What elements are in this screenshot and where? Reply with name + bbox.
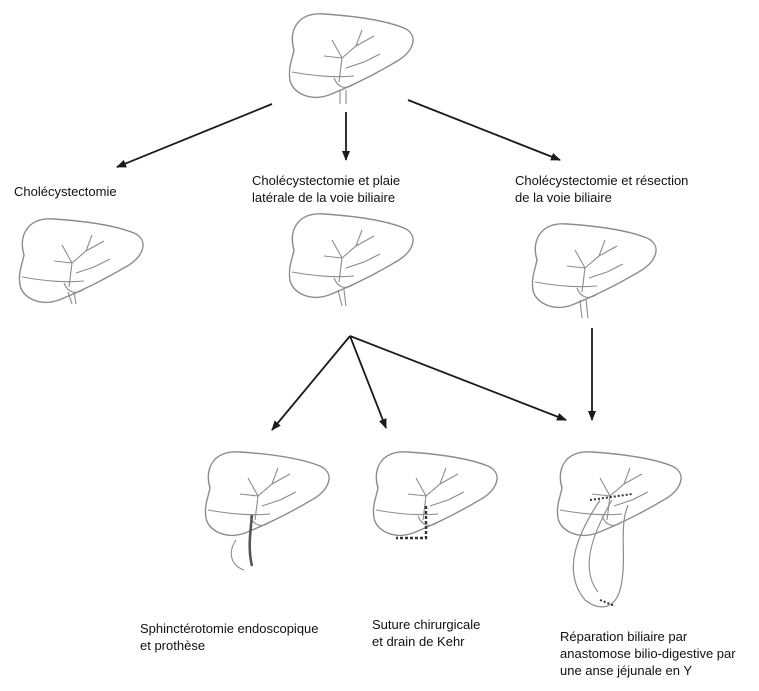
liver-illustration-top: [288, 13, 414, 104]
label-resection: Cholécystectomie et résection de la voie…: [515, 172, 688, 206]
label-cholecystectomy: Cholécystectomie: [14, 183, 117, 200]
arrow-lateral-to-sphincterotomy: [271, 335, 351, 431]
label-line: Suture chirurgicale: [372, 617, 481, 632]
label-line: et drain de Kehr: [372, 634, 465, 649]
arrow-lateral-to-suture: [349, 335, 387, 429]
label-line: Réparation biliaire par: [560, 629, 688, 644]
label-line: Cholécystectomie et résection: [515, 173, 689, 188]
label-sphincterotomy: Sphinctérotomie endoscopique et prothèse: [140, 620, 319, 654]
label-line: de la voie biliaire: [515, 190, 612, 205]
liver-illustration-sphincterotomy: [204, 451, 330, 571]
label-line: Cholécystectomie: [14, 184, 117, 199]
label-line: latérale de la voie biliaire: [252, 190, 396, 205]
label-line: Cholécystectomie et plaie: [252, 173, 401, 188]
arrow-lateral-to-repair: [349, 335, 567, 421]
label-line: et prothèse: [140, 638, 206, 653]
liver-illustration-resection: [531, 223, 657, 319]
liver-illustration-cholecystectomy: [18, 218, 144, 305]
label-repair: Réparation biliaire par anastomose bilio…: [560, 628, 736, 679]
arrow-top-to-resection: [407, 99, 561, 161]
label-line: Sphinctérotomie endoscopique: [140, 621, 319, 636]
liver-illustration-repair: [556, 451, 682, 608]
label-suture: Suture chirurgicale et drain de Kehr: [372, 616, 480, 650]
liver-illustration-lateral-wound: [288, 213, 414, 307]
label-lateral-wound: Cholécystectomie et plaie latérale de la…: [252, 172, 400, 206]
liver-illustration-suture: [372, 451, 498, 540]
label-line: une anse jéjunale en Y: [560, 663, 693, 678]
label-line: anastomose bilio-digestive par: [560, 646, 736, 661]
arrow-top-to-cholecystectomy: [116, 103, 273, 168]
